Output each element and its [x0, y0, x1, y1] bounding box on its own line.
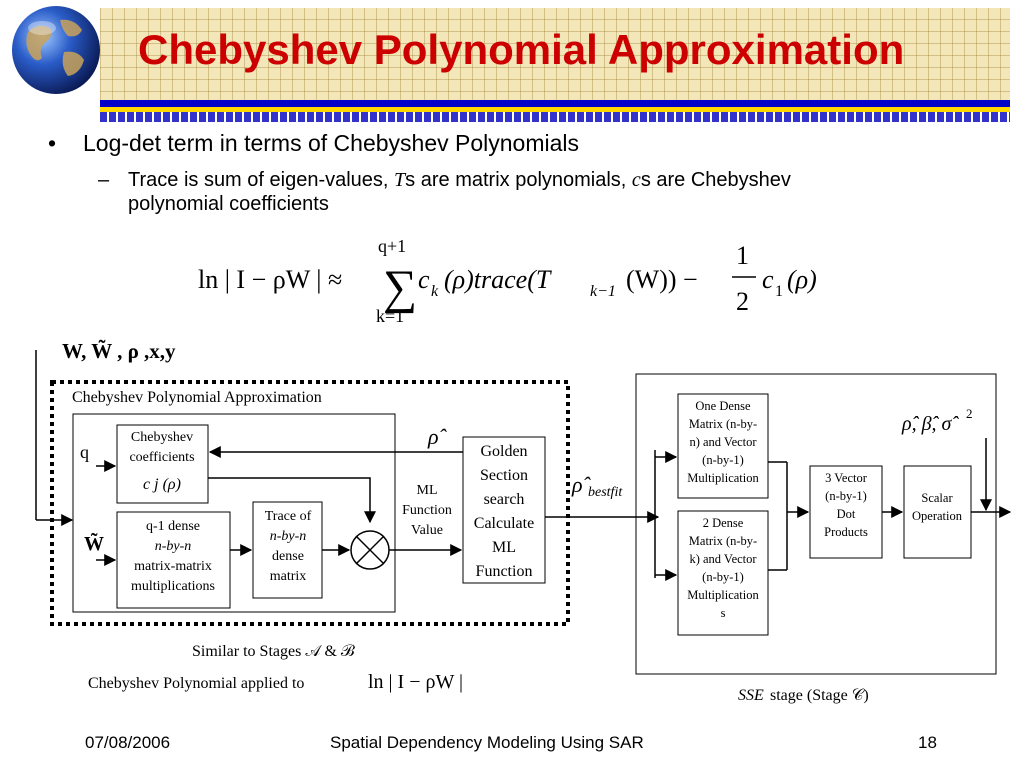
rho-best-sub: bestfit [588, 485, 623, 500]
rho-hat-label: ρ̂ [427, 424, 448, 449]
eq-term-sub: k [431, 283, 439, 300]
sse-stage-box [635, 373, 997, 675]
banner-yellow-stripe [100, 107, 1010, 112]
cheb-coeff-l2: coefficients [129, 450, 194, 465]
eq-lhs: ln | I − ρW | ≈ [198, 265, 342, 294]
footer-date: 07/08/2006 [85, 733, 171, 752]
inputs-label: W, W̃ , ρ ,x,y [62, 339, 176, 363]
eq-last-sub: 1 [775, 283, 783, 300]
eq-frac-num: 1 [736, 241, 749, 270]
golden-section-box [462, 436, 546, 584]
sum-symbol: ∑ [383, 261, 417, 314]
three-vector-l4: Products [824, 525, 868, 539]
trace-l2: n-by-n [270, 529, 307, 544]
title-banner [100, 8, 1010, 100]
one-dense-l1: One Dense [695, 399, 751, 413]
golden-l5: ML [492, 539, 516, 556]
two-dense-l6: s [721, 606, 726, 620]
coeff-to-multiplier-arrow [208, 477, 376, 524]
one-dense-l5: Multiplication [687, 471, 759, 485]
footer-page-number: 18 [918, 733, 937, 752]
similar-stages-label: Similar to Stages 𝒜 & ℬ [192, 643, 356, 660]
main-bullet-text: Log-det term in terms of Chebyshev Polyn… [83, 130, 579, 156]
q-label: q [80, 442, 89, 462]
cheb-coeff-l3: c j (ρ) [143, 476, 181, 493]
t-symbol: T [394, 169, 406, 191]
sub-prefix: Trace is sum of eigen-values, [128, 169, 395, 191]
sse-rest: stage (Stage 𝒞) [770, 687, 869, 704]
eq-term-rest: (ρ)trace(T [444, 265, 552, 294]
golden-l3: search [484, 491, 525, 508]
two-dense-l2: Matrix (n-by- [689, 534, 757, 548]
banner-blue-stripe [100, 100, 1010, 107]
log-det-equation: ln | I − ρW | ≈ ∑ q+1 k=1 c k (ρ)trace(T… [198, 236, 817, 326]
q1-l3: matrix-matrix [134, 559, 212, 574]
eq-frac-den: 2 [736, 287, 749, 316]
sub-bullet-line2: polynomial coefficients [128, 193, 329, 215]
chebyshev-coefficients-box [116, 424, 209, 504]
two-dense-l5: Multiplication [687, 588, 759, 602]
golden-l1: Golden [480, 443, 527, 460]
trace-l4: matrix [270, 569, 307, 584]
ml-l1: ML [417, 483, 438, 498]
chebyshev-inner-box [72, 413, 396, 613]
golden-l4: Calculate [474, 515, 534, 532]
trace-l3: dense [272, 549, 304, 564]
golden-l6: Function [476, 563, 533, 580]
two-dense-l4: (n-by-1) [702, 570, 744, 584]
page-title: Chebyshev Polynomial Approximation [138, 26, 905, 73]
multiplier-icon [350, 530, 390, 570]
ml-l2: Function [402, 503, 452, 518]
eq-W: (W)) − [626, 265, 698, 294]
q1-l4: multiplications [131, 579, 215, 594]
q1-l2: n-by-n [155, 539, 192, 554]
w-tilde-label: W̃ [84, 532, 104, 555]
one-dense-l2: Matrix (n-by- [689, 417, 757, 431]
sub-bullet-dash: – [98, 169, 110, 191]
scalar-operation-box [903, 465, 972, 559]
one-dense-l3: n) and Vector [689, 435, 757, 449]
q1-l1: q-1 dense [146, 519, 200, 534]
three-vector-box [809, 465, 883, 559]
applied-expression: ln | I − ρW | [368, 671, 463, 693]
one-dense-l4: (n-by-1) [702, 453, 744, 467]
footer-center: Spatial Dependency Modeling Using SAR [330, 733, 644, 752]
golden-l2: Section [480, 467, 528, 484]
sub-mid: s are matrix polynomials, [405, 169, 632, 191]
cheb-coeff-l1: Chebyshev [131, 430, 193, 445]
box-title: Chebyshev Polynomial Approximation [72, 389, 322, 406]
globe-icon [12, 6, 100, 94]
sum-upper: q+1 [378, 236, 406, 256]
eq-T-sub: k−1 [590, 283, 616, 300]
sigma-sup: 2 [966, 406, 973, 421]
scalar-l1: Scalar [921, 491, 953, 505]
two-dense-box [677, 510, 769, 636]
eq-term: c [418, 265, 430, 294]
trace-l1: Trace of [265, 509, 312, 524]
eq-last: c [762, 265, 774, 294]
three-vector-l1: 3 Vector [825, 471, 868, 485]
ml-l3: Value [411, 523, 443, 538]
banner-dashed-stripe [100, 112, 1010, 122]
three-vector-l3: Dot [837, 507, 856, 521]
sub-bullet-line1: Trace is sum of eigen-values, Ts are mat… [128, 168, 791, 192]
three-vector-l2: (n-by-1) [825, 489, 867, 503]
eq-last-rest: (ρ) [787, 265, 817, 294]
two-dense-l1: 2 Dense [703, 516, 744, 530]
one-dense-box [677, 393, 769, 499]
chebyshev-outer-box [50, 380, 570, 626]
params-label: ρ̂, β̂, σ̂ [901, 413, 959, 435]
sum-lower: k=1 [376, 306, 404, 326]
sse-label: SSE [738, 687, 764, 704]
trace-box [252, 501, 323, 599]
scalar-l2: Operation [912, 509, 963, 523]
applied-label: Chebyshev Polynomial applied to [88, 675, 304, 692]
q1-dense-box [116, 511, 231, 609]
c-symbol: c [631, 169, 641, 191]
sub-suffix: s are Chebyshev [640, 169, 791, 191]
bullet-dot: • [48, 130, 57, 156]
two-dense-l3: k) and Vector [689, 552, 757, 566]
